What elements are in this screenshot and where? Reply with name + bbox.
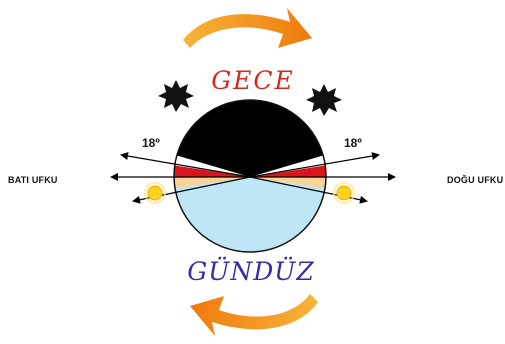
star-icon-right <box>306 84 342 116</box>
night-title: GECE <box>211 66 295 95</box>
top-curved-arrow-icon <box>183 8 312 48</box>
angle-label-right: 18º <box>344 136 362 150</box>
sun-icon-right <box>333 182 355 204</box>
sphere-outline <box>173 99 327 253</box>
sun-icon-left <box>144 182 166 204</box>
day-title: GÜNDÜZ <box>187 257 314 286</box>
angle-label-left: 18º <box>142 136 160 150</box>
bottom-curved-arrow-icon <box>190 294 318 336</box>
sky-sphere <box>174 100 326 252</box>
west-horizon-label: BATI UFKU <box>8 175 58 185</box>
star-icon-left <box>158 80 194 112</box>
east-horizon-label: DOĞU UFKU <box>447 174 503 185</box>
